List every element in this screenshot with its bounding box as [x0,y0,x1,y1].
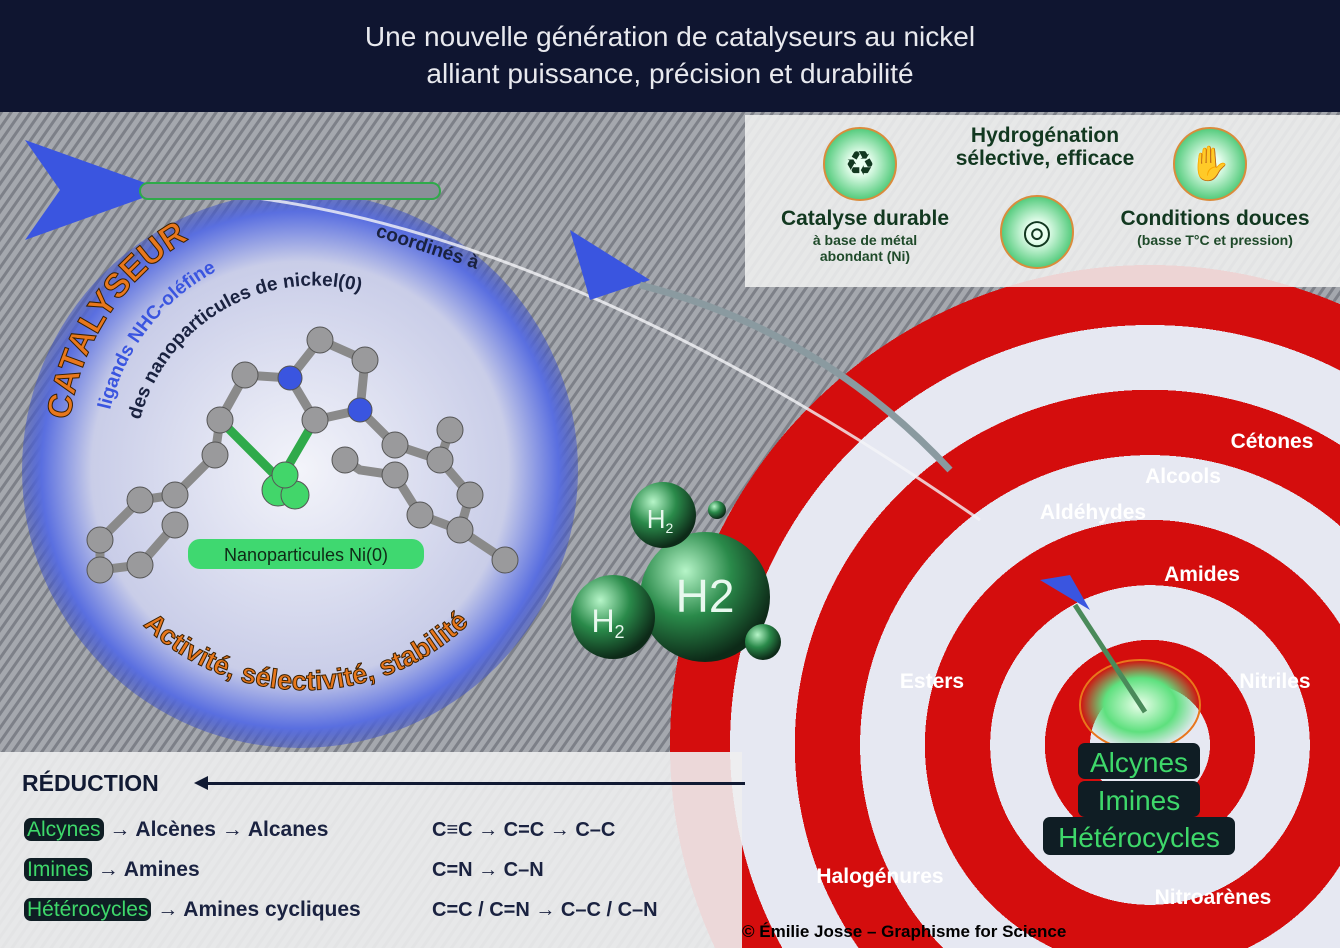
feature-left-title: Catalyse durable [780,207,950,230]
feature-left-sub-2: abondant (Ni) [819,248,911,264]
h2-bubble [745,624,781,660]
h2-label: H2 [591,603,624,642]
h2-bubble-large [640,532,770,662]
title-line-2: alliant puissance, précision et durabili… [426,58,914,89]
reduction-row: Imines → Amines [24,858,200,882]
target-labels: Cétones Alcools Aldéhydes Amides Esters … [816,430,1313,909]
reduction-row: Hétérocycles → Amines cycliques [24,898,361,922]
hydrogen-bubbles: H2 H2 H2 [571,482,781,662]
label-nitroarenes: Nitroarènes [1155,886,1272,909]
label-aldehydes: Aldéhydes [1040,501,1146,524]
target-icon: ◎ [1000,195,1074,269]
label-nitriles: Nitriles [1239,670,1310,693]
np-label: Nanoparticules Ni(0) [224,545,388,565]
target-center: Alcynes Imines Hétérocycles [1043,743,1235,855]
h2-bubble [708,501,726,519]
h2-bubble [630,482,696,548]
feature-center-title: Hydrogénation sélective, efficace [955,124,1135,170]
formula: C=N → C–N [432,859,544,881]
page-header: Une nouvelle génération de catalyseurs a… [0,0,1340,112]
dart-icon [25,140,1148,714]
feature-left-sub-1: à base de métal [812,232,918,248]
svg-text:Imines: Imines [1098,785,1180,816]
svg-text:Alcynes: Alcynes [1090,747,1188,778]
copyright: © Émilie Josse – Graphisme for Science [742,922,1067,941]
label-alcools: Alcools [1145,465,1221,488]
hand-leaf-icon: ✋ [1173,127,1247,201]
h2-label: H2 [647,504,674,536]
label-halogenures: Halogénures [816,865,943,888]
title-line-1: Une nouvelle génération de catalyseurs a… [364,21,976,52]
h2-bubble [571,575,655,659]
target-board [670,265,1340,948]
reduction-panel: RÉDUCTION Alcynes → Alcènes → Alcanes Im… [0,752,745,948]
atoms [86,326,519,584]
label-cetones: Cétones [1231,430,1314,453]
recycle-shield-icon: ♻ [823,127,897,201]
reduction-title: RÉDUCTION [22,770,159,796]
svg-text:Hétérocycles: Hétérocycles [1058,822,1220,853]
h2-label-large: H2 [676,570,735,622]
np-pill [188,539,424,569]
features-panel: ♻ ◎ ✋ Hydrogénation sélective, efficace … [745,115,1340,287]
feature-right-sub: (basse T°C et pression) [1137,232,1293,248]
reduction-arrow [200,782,745,785]
formula: C≡C → C=C → C–C [432,819,616,841]
label-amides: Amides [1164,563,1240,586]
reduction-row: Alcynes → Alcènes → Alcanes [24,818,328,842]
feature-right-title: Conditions douces [1120,207,1310,230]
label-esters: Esters [900,670,964,693]
catalyst-sphere [22,192,578,748]
formula: C=C / C=N → C–C / C–N [432,899,658,921]
